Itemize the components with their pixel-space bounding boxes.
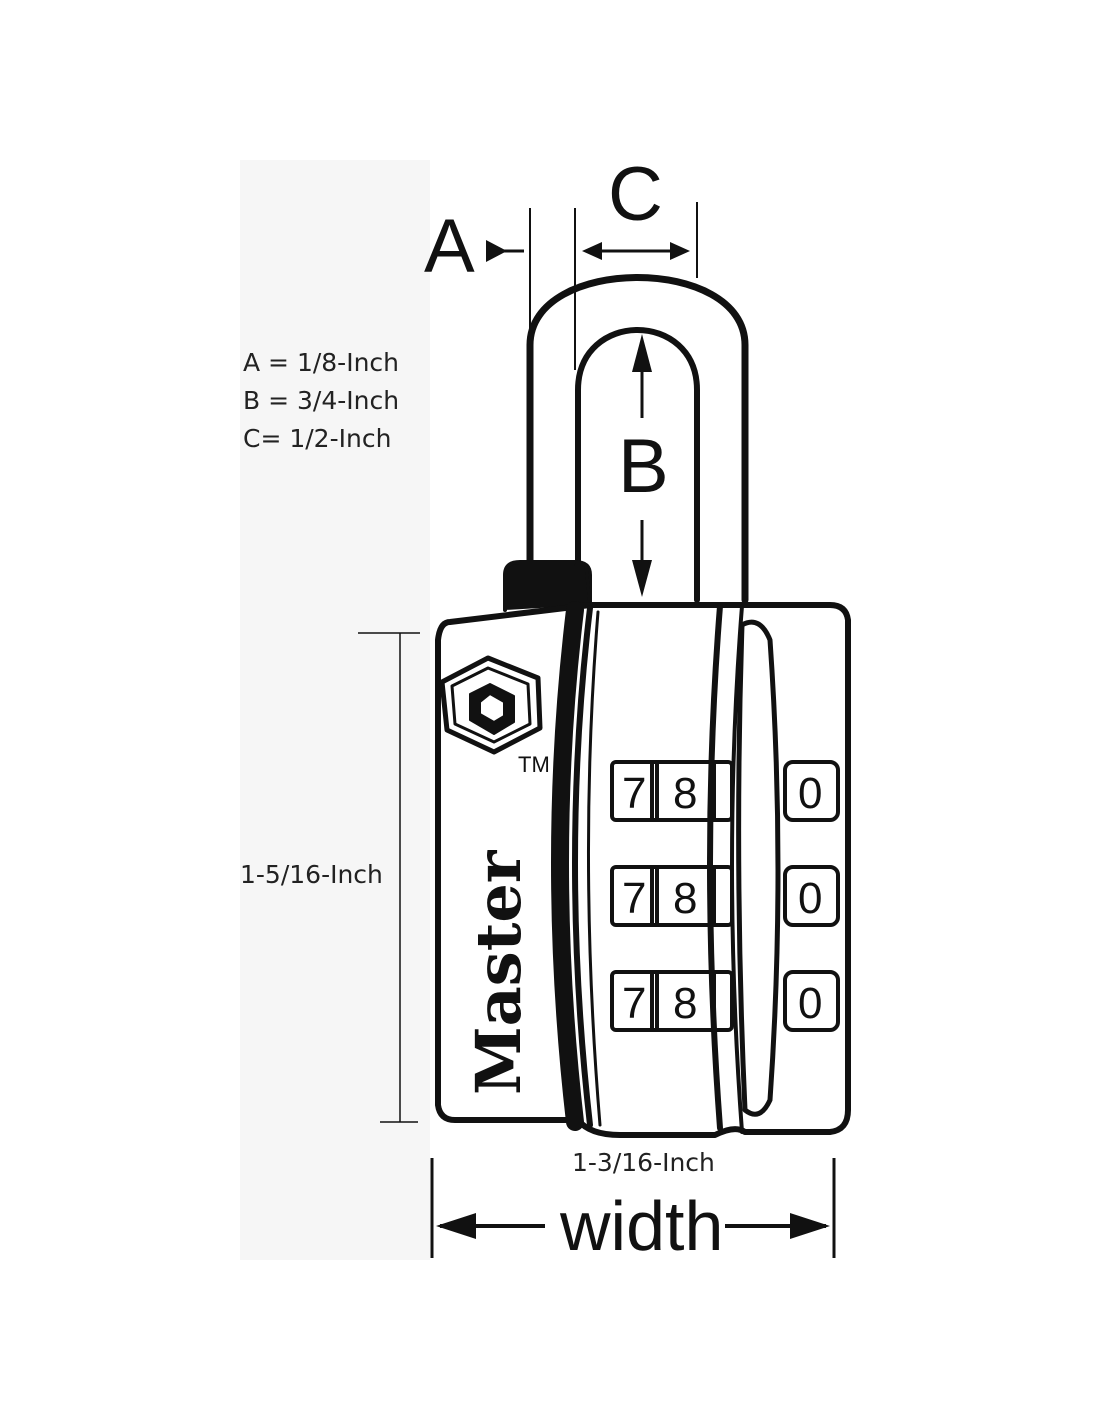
- combination-dials: [610, 760, 840, 1032]
- dial-digit: 0: [798, 979, 822, 1028]
- dial-row: [610, 970, 840, 1032]
- left-background-panel: [240, 160, 430, 1260]
- dimension-b: [632, 334, 652, 597]
- spec-c: C= 1/2-Inch: [243, 424, 392, 453]
- dial-row: [610, 760, 840, 822]
- dial-digit: 7: [622, 874, 646, 923]
- shackle-collar: [503, 560, 592, 612]
- dial-digit: 0: [798, 874, 822, 923]
- spec-width-value: 1-3/16-Inch: [572, 1148, 715, 1177]
- dial-digit: 7: [622, 769, 646, 818]
- dial-digit: 8: [673, 979, 697, 1028]
- spec-height: 1-5/16-Inch: [240, 860, 383, 889]
- brand-name: Master: [462, 849, 535, 1095]
- brand-logo: [439, 655, 543, 755]
- right-slot: [736, 619, 781, 1117]
- dial-row: [610, 865, 840, 927]
- label-b: B: [618, 424, 669, 509]
- spec-b: B = 3/4-Inch: [243, 386, 400, 415]
- dimension-a: [486, 208, 531, 342]
- dial-digit: 7: [622, 979, 646, 1028]
- width-dimension: [430, 1158, 836, 1258]
- dimension-c: [574, 202, 698, 370]
- dial-digit: 0: [798, 769, 822, 818]
- width-label: width: [559, 1187, 723, 1265]
- label-a: A: [424, 204, 475, 289]
- shackle-outer: [526, 274, 749, 604]
- dial-digit: 8: [673, 769, 697, 818]
- label-c: C: [608, 152, 663, 237]
- shackle-inner: [575, 327, 700, 603]
- dial-digit: 8: [673, 874, 697, 923]
- trademark: TM: [518, 752, 550, 777]
- body-groove-left: [572, 605, 593, 1128]
- spec-a: A = 1/8-Inch: [243, 348, 400, 377]
- height-dimension: [358, 632, 420, 1123]
- body-groove-right: [707, 603, 723, 1131]
